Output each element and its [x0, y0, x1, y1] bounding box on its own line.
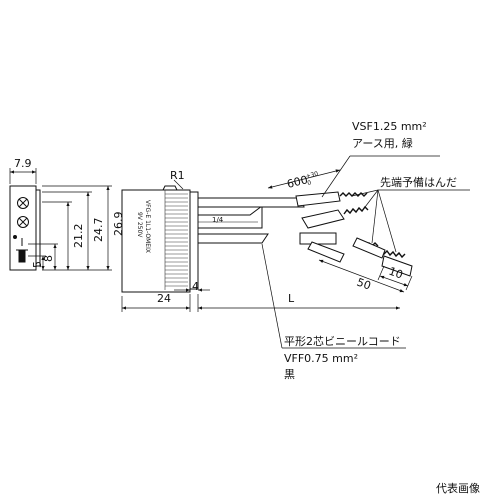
dim-offset-8: 8 — [42, 255, 55, 262]
side-view-dimensions — [9, 168, 112, 271]
svg-text:1/4: 1/4 — [212, 216, 224, 224]
dim-side-width: 7.9 — [14, 157, 32, 170]
dim-height-inner: 21.2 — [72, 224, 85, 249]
earth-wire — [197, 197, 305, 208]
side-view — [9, 185, 41, 271]
callout-earth-wire-desc: アース用, 緑 — [352, 136, 413, 150]
callout-cord-name: 平形2芯ビニールコード — [284, 334, 401, 348]
footer-note: 代表画像 — [436, 481, 480, 495]
connector-body — [121, 185, 199, 293]
cable-dimensions — [121, 169, 413, 312]
dim-earth-wire: 600 +30 0 — [286, 170, 320, 191]
body-marking-line1: VFG-E 1L1-OMEIX — [144, 200, 151, 253]
callout-leaders — [261, 155, 470, 349]
dim-earth-wire-length: 600 — [286, 173, 310, 191]
callout-cord-spec: VFF0.75 mm² — [284, 352, 358, 365]
flat-cord-left: 1/4 — [197, 205, 269, 244]
dim-earth-wire-tol-upper: +30 — [305, 170, 319, 180]
callout-pretin-note: 先端予備はんだ — [380, 176, 457, 189]
body-marking-line2: 9V 250V — [136, 212, 143, 238]
callout-cord-color: 黒 — [284, 368, 295, 381]
body-ribs — [164, 190, 188, 290]
dim-radius: R1 — [170, 169, 185, 182]
dim-strip-length: 50 — [355, 276, 373, 293]
dim-offset-5: 5 — [31, 261, 44, 268]
dim-gap-4: 4 — [192, 280, 199, 293]
dim-tin-length: 10 — [387, 265, 405, 282]
dim-earth-wire-tol-lower: 0 — [307, 179, 313, 187]
dim-height-mid: 24.7 — [92, 218, 105, 243]
dim-body-length: 24 — [157, 292, 171, 305]
cut-ends — [295, 191, 345, 263]
dim-cable-length: L — [288, 292, 295, 305]
callout-earth-wire-spec: VSF1.25 mm² — [352, 120, 427, 133]
radius-leader — [173, 179, 184, 190]
